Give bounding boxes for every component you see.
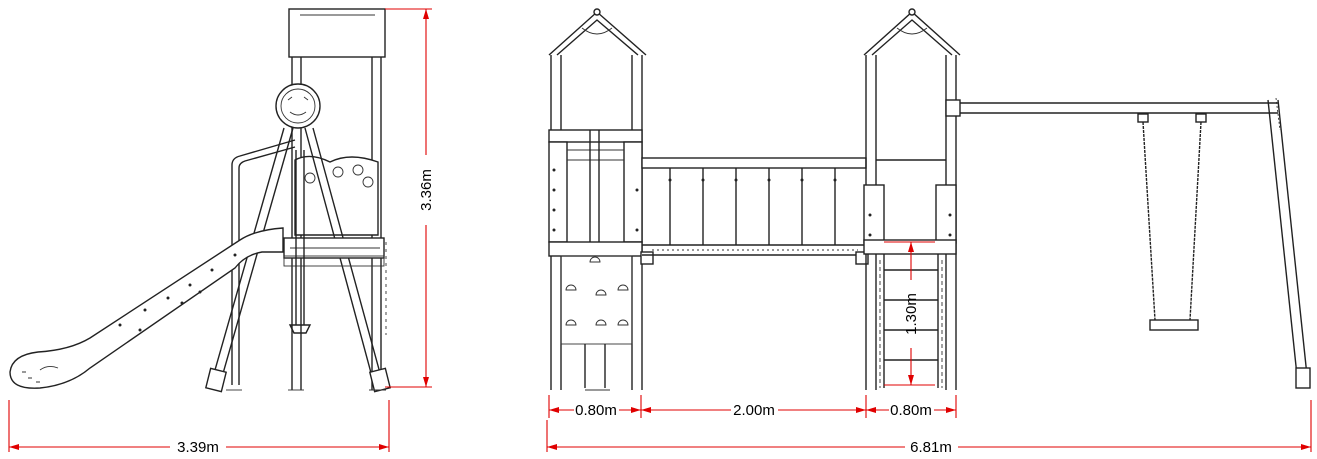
side-panel — [294, 155, 379, 236]
slide — [9, 227, 284, 389]
side-width-label: 3.39m — [177, 439, 219, 456]
front-total-dimension: 6.81m — [546, 400, 1312, 456]
front-view — [548, 8, 1311, 391]
platform-height-label: 1.30m — [903, 293, 920, 335]
side-handrail — [231, 139, 296, 385]
tower-left-width-label: 0.80m — [575, 402, 617, 419]
swing-leg — [1267, 99, 1299, 386]
segment-dimensions: 0.80m 2.00m 0.80m — [548, 395, 957, 419]
face-emblem — [275, 83, 321, 129]
side-width-dimension: 3.39m — [8, 400, 390, 456]
sign-board — [288, 8, 386, 58]
swing-seat — [1149, 319, 1199, 331]
front-total-width-label: 6.81m — [910, 439, 952, 456]
side-view — [9, 8, 392, 393]
bridge — [641, 157, 869, 265]
tower-right-width-label: 0.80m — [890, 402, 932, 419]
bridge-width-label: 2.00m — [733, 402, 775, 419]
side-height-label: 3.36m — [418, 169, 435, 211]
left-tower — [548, 8, 654, 390]
swing — [945, 97, 1311, 389]
platform-height-dimension: 1.30m — [884, 241, 935, 386]
side-height-dimension: 3.36m — [385, 8, 435, 388]
